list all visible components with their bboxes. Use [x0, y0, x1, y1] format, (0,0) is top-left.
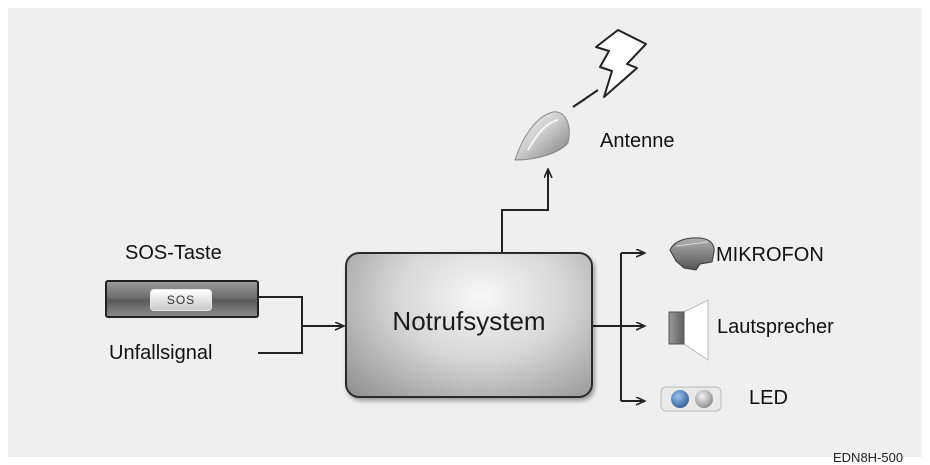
- emergency-system-label: Notrufsystem: [392, 305, 546, 336]
- antenna-icon: [514, 111, 570, 161]
- output-bus: [590, 253, 622, 401]
- microphone-label: MIKROFON: [716, 244, 824, 266]
- speaker-label: Lautsprecher: [717, 316, 834, 338]
- led-label: LED: [749, 387, 788, 409]
- sos-button[interactable]: SOS: [150, 289, 212, 311]
- crash-signal-label: Unfallsignal: [109, 342, 213, 364]
- sos-key-label: SOS-Taste: [125, 242, 222, 264]
- antenna-arrow: [501, 170, 548, 252]
- speaker-icon: [668, 299, 709, 361]
- crash-connector: [258, 326, 303, 354]
- lightning-icon: [572, 29, 647, 108]
- microphone-icon: [669, 237, 715, 271]
- emergency-system-box: Notrufsystem: [345, 252, 593, 398]
- figure-code: EDN8H-500: [833, 450, 904, 465]
- sos-key-panel: SOS: [105, 280, 259, 318]
- antenna-label: Antenne: [600, 130, 675, 152]
- sos-connector: [255, 296, 303, 326]
- led-icon: [660, 386, 722, 412]
